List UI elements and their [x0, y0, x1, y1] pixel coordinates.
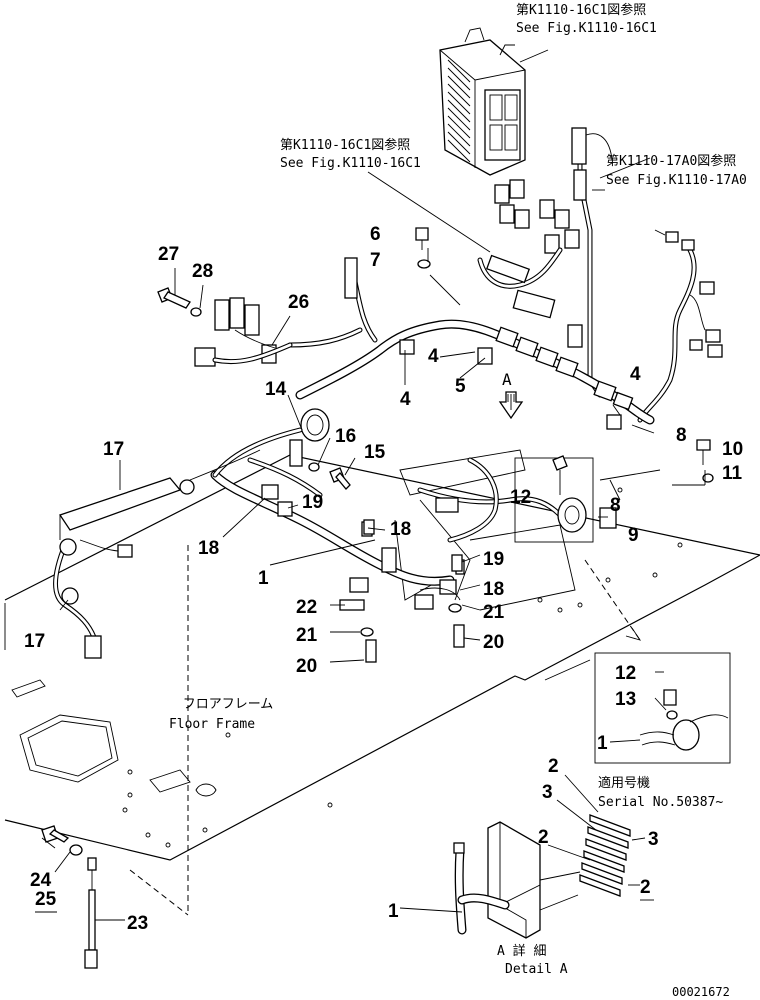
callout-7: 7	[370, 250, 381, 271]
leader-lines	[41, 157, 706, 921]
callout-21: 21	[296, 625, 318, 646]
detail-a-terminals	[579, 814, 631, 897]
callout-4: 4	[428, 346, 439, 367]
serial-inset-label-en: Serial No.50387~	[598, 795, 723, 810]
callout-15: 15	[364, 442, 386, 463]
main-harness	[287, 247, 655, 430]
detail-callout-2: 2	[548, 756, 559, 777]
right-sub-harness	[637, 229, 723, 423]
ref-right-jp: 第K1110-17A0図参照	[606, 153, 736, 169]
callout-28: 28	[192, 261, 213, 282]
callout-8: 8	[610, 495, 621, 516]
callout-27: 27	[158, 244, 179, 265]
inset-callout-13: 13	[615, 689, 636, 710]
detail-a-label-jp: A 詳 細	[497, 943, 546, 959]
callout-22: 22	[296, 597, 317, 618]
floor-frame-label-en: Floor Frame	[169, 717, 255, 732]
ref-right-en: See Fig.K1110-17A0	[606, 173, 747, 188]
pipe-clamp	[289, 408, 330, 467]
callout-18: 18	[198, 538, 219, 559]
drawing-number: 00021672	[672, 985, 730, 999]
callout-10: 10	[722, 439, 743, 460]
rod-assembly	[84, 857, 98, 969]
detail-a: A 詳 細 Detail A	[399, 774, 646, 977]
callout-18: 18	[390, 519, 411, 540]
left-connector-group	[157, 287, 293, 367]
callout-12: 12	[510, 487, 531, 508]
view-a-arrow: A	[498, 370, 524, 420]
callout-11: 11	[722, 463, 743, 484]
controller-unit	[439, 27, 526, 176]
serial-inset: 適用号機 Serial No.50387~	[594, 652, 731, 810]
floor-frame-plate: フロアフレーム Floor Frame	[4, 454, 760, 861]
detail-callout-2: 2	[640, 877, 651, 898]
ref-top-en: See Fig.K1110-16C1	[516, 21, 657, 36]
callout-19: 19	[483, 549, 504, 570]
ref-mid-jp: 第K1110-16C1図参照	[280, 137, 410, 153]
inset-callout-12: 12	[615, 663, 636, 684]
detail-callout-1: 1	[388, 901, 399, 922]
callout-18: 18	[483, 579, 504, 600]
callout-19: 19	[302, 492, 323, 513]
frame-holes	[122, 487, 683, 848]
serial-inset-label-jp: 適用号機	[598, 775, 650, 791]
callout-17: 17	[103, 439, 124, 460]
fasteners	[41, 227, 714, 856]
detail-a-label-en: Detail A	[505, 962, 568, 977]
callout-20: 20	[483, 632, 504, 653]
sensor-unit	[514, 455, 617, 543]
detail-callout-2: 2	[538, 827, 549, 848]
floor-frame-label-jp: フロアフレーム	[183, 697, 274, 712]
callout-24: 24	[30, 870, 52, 891]
callout-25: 25	[35, 889, 57, 910]
callout-1: 1	[258, 568, 269, 589]
callout-numbers: 1 4 4 4 5 6 7 8 8 9 10 11 12 14 15 16 17…	[24, 224, 743, 934]
controller-fins	[447, 59, 471, 163]
callout-4: 4	[400, 389, 411, 410]
callout-17: 17	[24, 631, 45, 652]
detail-callout-3: 3	[542, 782, 553, 803]
callout-16: 16	[335, 426, 356, 447]
lower-harness	[210, 427, 563, 610]
detail-callout-3: 3	[648, 829, 659, 850]
callout-9: 9	[628, 525, 639, 546]
connector-cluster-top	[494, 179, 580, 254]
callout-6: 6	[370, 224, 381, 245]
callout-20: 20	[296, 656, 317, 677]
controller-leader	[519, 49, 549, 63]
ref-mid-en: See Fig.K1110-16C1	[280, 156, 421, 171]
inset-callout-1: 1	[597, 733, 608, 754]
callout-21: 21	[483, 602, 505, 623]
callout-23: 23	[127, 913, 148, 934]
callout-5: 5	[455, 376, 466, 397]
view-a-label: A	[502, 370, 512, 389]
callout-26: 26	[288, 292, 309, 313]
callout-8: 8	[676, 425, 687, 446]
cover-plate	[53, 449, 261, 659]
callout-14: 14	[265, 379, 287, 400]
ref-top-jp: 第K1110-16C1図参照	[516, 2, 646, 18]
callout-4: 4	[630, 364, 641, 385]
